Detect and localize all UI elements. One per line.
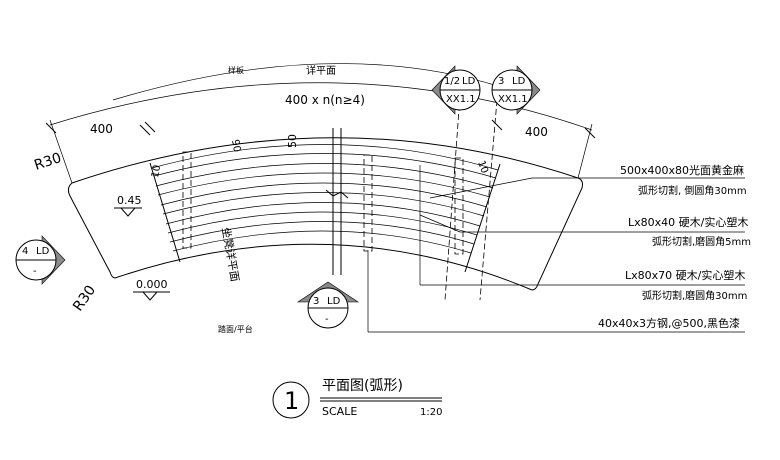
- marker-2-number: 3: [498, 76, 504, 87]
- label-small-left: 样板: [228, 65, 244, 75]
- marker-1-sheet: XX1.1: [446, 94, 476, 105]
- callout-2-line1: Lx80x40 硬木/实心塑木: [628, 215, 748, 229]
- callout-4-line1: 40x40x3方钢,@500,黑色漆: [598, 316, 740, 330]
- marker-3-code: LD: [36, 246, 50, 257]
- marker-4-sheet: -: [325, 314, 329, 325]
- dim-top-main: 400 x n(n≥4): [285, 93, 365, 107]
- bench-outline: [67, 137, 583, 291]
- level-marker-lower: 0.000: [133, 278, 170, 301]
- level-marker-upper: 0.45: [114, 194, 142, 217]
- callout-leaders: [367, 165, 745, 333]
- callout-3-line1: Lx80x70 硬木/实心塑木: [625, 268, 745, 282]
- dim-left-400: 400: [90, 122, 113, 136]
- callout-1-line2: 弧形切割, 倒圆角30mm: [638, 184, 747, 197]
- dim-mid-50: 50: [286, 134, 299, 148]
- marker-2-sheet: XX1.1: [498, 94, 528, 105]
- scale-label: SCALE: [322, 405, 357, 418]
- marker-1-code: LD: [462, 76, 476, 87]
- dim-r-bottom: R30: [70, 283, 99, 315]
- marker-4-number: 3: [313, 296, 319, 307]
- callout-4: 40x40x3方钢,@500,黑色漆: [598, 316, 740, 330]
- section-marker-1: 1/2 LD XX1.1: [431, 65, 481, 115]
- section-cut-line: [444, 95, 498, 301]
- section-marker-3: 4 LD -: [15, 235, 66, 285]
- scale-value: 1:20: [420, 407, 442, 418]
- callout-3-line2: 弧形切割,磨圆角30mm: [642, 289, 747, 302]
- marker-3-number: 4: [22, 246, 28, 257]
- callout-1: 500x400x80光面黄金麻 弧形切割, 倒圆角30mm: [620, 163, 747, 197]
- level-value-upper: 0.45: [117, 194, 142, 207]
- dim-slat-10-left: 10: [150, 164, 163, 178]
- callout-3: Lx80x70 硬木/实心塑木 弧形切割,磨圆角30mm: [625, 268, 747, 302]
- dim-r-top: R30: [32, 150, 63, 174]
- dim-slat-10-right: 10: [475, 159, 490, 175]
- rotated-note-a: 坐凳详平面: [219, 226, 242, 283]
- marker-2-code: LD: [512, 76, 526, 87]
- dim-right-400: 400: [525, 125, 548, 139]
- callout-2: Lx80x40 硬木/实心塑木 弧形切割,磨圆角5mm: [628, 215, 751, 248]
- marker-4-code: LD: [327, 296, 341, 307]
- section-marker-2: 3 LD XX1.1: [491, 65, 541, 115]
- title-text: 平面图(弧形): [322, 378, 403, 394]
- callout-2-line2: 弧形切割,磨圆角5mm: [652, 235, 751, 248]
- label-bottom-note: 踏面/平台: [218, 324, 253, 334]
- title-number: 1: [284, 387, 299, 415]
- timber-slats: [151, 144, 499, 254]
- marker-1-number: 1/2: [444, 76, 460, 87]
- label-detail-plan: 详平面: [306, 64, 336, 77]
- section-marker-4: 3 LD -: [297, 281, 359, 329]
- callout-1-line1: 500x400x80光面黄金麻: [620, 163, 744, 177]
- title-block: 1 平面图(弧形) SCALE 1:20: [272, 378, 442, 419]
- level-value-lower: 0.000: [136, 278, 168, 291]
- marker-3-sheet: -: [33, 266, 37, 277]
- center-break-line: [325, 128, 349, 275]
- rotated-note-b: 90: [229, 139, 242, 153]
